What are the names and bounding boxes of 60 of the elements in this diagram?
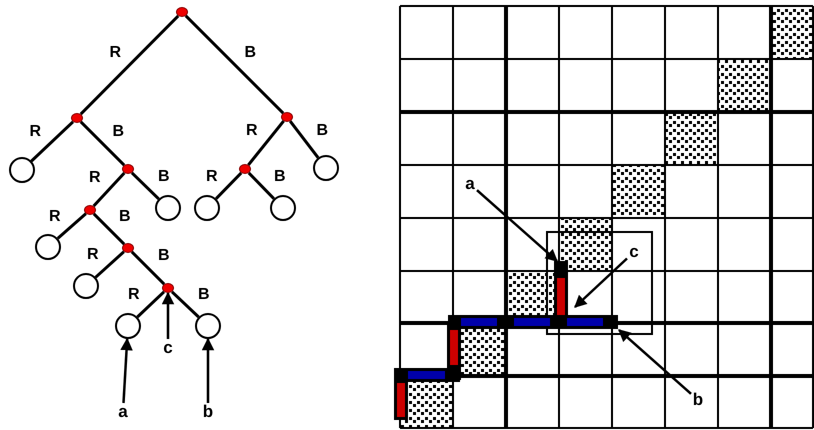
internal-node (71, 113, 83, 123)
edge-label: B (244, 44, 256, 60)
tree-edge (80, 14, 180, 116)
leaf-node (9, 157, 35, 183)
edge-label: R (246, 123, 258, 139)
leaf-node (155, 195, 181, 221)
tree-edge (136, 290, 166, 318)
internal-node (281, 112, 293, 122)
edge-label: B (158, 168, 170, 184)
pointer-label: a (463, 175, 477, 193)
internal-node (122, 164, 134, 174)
edge-label: R (30, 124, 42, 140)
leaf-node (313, 155, 339, 181)
edge-label: B (316, 122, 328, 138)
pointer-label: c (627, 243, 641, 261)
tree-edge (94, 250, 125, 278)
tree-edge (248, 172, 275, 200)
internal-node (239, 164, 251, 174)
tree-edge (184, 14, 284, 114)
edge-label: B (119, 209, 131, 225)
tree-edge (56, 212, 87, 240)
edge-label: R (110, 45, 122, 61)
tree-edge (130, 172, 160, 200)
tree-edge (289, 120, 320, 159)
arrow (162, 292, 174, 339)
arrow (202, 338, 214, 403)
internal-node (162, 283, 174, 293)
edge-label: R (49, 208, 61, 224)
leaf-node (195, 313, 221, 339)
pointer-label: a (116, 403, 130, 421)
tree-edge (247, 120, 285, 166)
leaf-node (35, 234, 61, 260)
edge-label: B (112, 124, 124, 140)
pointer-label: c (161, 339, 175, 357)
internal-node (84, 205, 96, 215)
leaf-node (73, 273, 99, 299)
tree-edge (30, 120, 74, 162)
edge-label: R (87, 247, 99, 263)
edge-label: B (158, 248, 170, 264)
tree-edge (215, 172, 242, 200)
tree-edge (92, 172, 126, 208)
edge-label: R (128, 287, 140, 303)
edge-label: B (274, 168, 286, 184)
edge-label: R (89, 170, 101, 186)
leaf-node (270, 195, 296, 221)
internal-node (176, 7, 188, 17)
leaf-node (194, 195, 220, 221)
tree-edge (130, 250, 166, 286)
tree-edge (92, 212, 126, 246)
leaf-node (115, 313, 141, 339)
tree-edge (80, 120, 126, 166)
pointer-label: b (201, 403, 215, 421)
arrow (120, 338, 133, 404)
edge-label: B (198, 287, 210, 303)
pointer-label: b (691, 391, 705, 409)
arrow (618, 329, 692, 395)
tree-edge (170, 290, 200, 318)
arrow (574, 258, 628, 308)
internal-node (122, 243, 134, 253)
edge-label: R (206, 168, 218, 184)
